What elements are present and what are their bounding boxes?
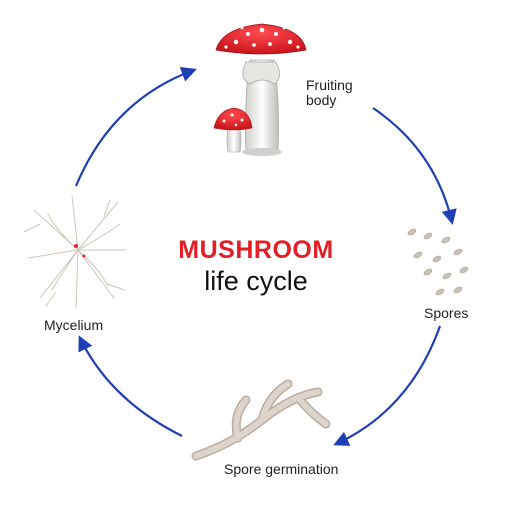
- mycelium-illustration: [23, 195, 127, 309]
- fruiting-body-label: Fruiting body: [306, 78, 353, 108]
- arrow-germination-to-mycelium: [78, 335, 183, 437]
- spore-germination-label: Spore germination: [224, 461, 339, 477]
- fruiting-body-label-line2: body: [306, 92, 337, 108]
- diagram-title: MUSHROOM: [178, 236, 334, 264]
- spores-label: Spores: [424, 305, 469, 321]
- arrow-fruiting-to-spores: [372, 107, 457, 225]
- arrow-mycelium-to-fruiting: [74, 67, 197, 187]
- fruiting-body-label-line1: Fruiting: [306, 77, 353, 93]
- arrow-spores-to-germination: [333, 325, 442, 446]
- mycelium-label: Mycelium: [44, 317, 104, 333]
- fruiting-body-illustration: [213, 23, 307, 156]
- cycle-arrows: [74, 67, 457, 446]
- diagram-subtitle: life cycle: [204, 266, 308, 296]
- spores-illustration: [407, 228, 469, 296]
- spore-germination-illustration: [191, 379, 331, 461]
